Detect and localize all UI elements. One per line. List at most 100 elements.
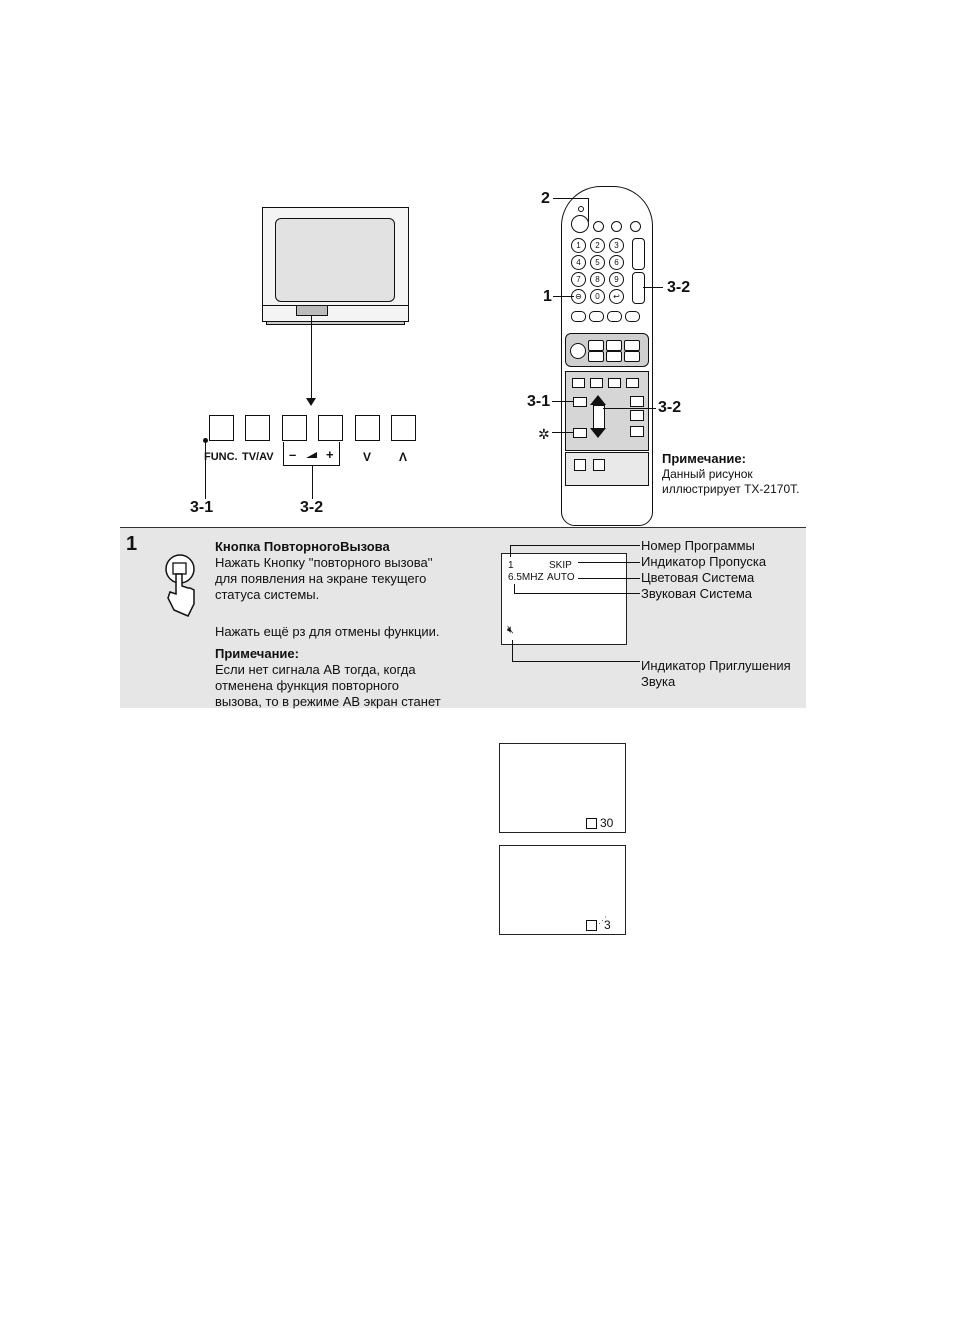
left-button-bottom[interactable] bbox=[573, 428, 587, 438]
leader-skip bbox=[578, 562, 640, 563]
transport-button[interactable] bbox=[588, 351, 604, 362]
recall-button[interactable] bbox=[593, 221, 604, 232]
step-number: 1 bbox=[126, 533, 138, 555]
lower-row-button[interactable] bbox=[572, 378, 585, 388]
number-key[interactable]: 9 bbox=[609, 272, 624, 287]
number-key[interactable]: 5 bbox=[590, 255, 605, 270]
leader-line bbox=[311, 316, 312, 400]
leader-sound-up bbox=[514, 584, 515, 594]
section1-text: Кнопка ПовторногоВызова Нажать Кнопку ''… bbox=[215, 539, 490, 710]
volume-up-button[interactable] bbox=[318, 415, 343, 441]
note-line3: вызова, то в режиме АВ экран станет bbox=[215, 694, 441, 709]
right-button-1[interactable] bbox=[630, 396, 644, 407]
callout-3-2: 3-2 bbox=[300, 499, 324, 516]
mute-icon: 🔇︎ bbox=[507, 624, 514, 636]
function-pill-button[interactable] bbox=[625, 311, 640, 322]
transport-buttons bbox=[588, 340, 642, 362]
number-key[interactable]: 3 bbox=[609, 238, 624, 253]
number-key[interactable]: 8 bbox=[590, 272, 605, 287]
timer-value-2: 3 bbox=[604, 918, 611, 932]
section1-note-title: Примечание: bbox=[215, 646, 299, 661]
transport-round-button[interactable] bbox=[570, 343, 586, 359]
func-button[interactable] bbox=[209, 415, 234, 441]
leader-mute-up bbox=[512, 640, 513, 662]
timer-icon bbox=[586, 818, 597, 829]
number-key[interactable]: ↩ bbox=[609, 289, 624, 304]
remote-note: Примечание: Данный рисунок иллюстрирует … bbox=[662, 451, 799, 497]
osd-screen bbox=[501, 553, 627, 645]
function-pill-button[interactable] bbox=[571, 311, 586, 322]
callout-line bbox=[643, 287, 663, 288]
number-key[interactable]: 4 bbox=[571, 255, 586, 270]
function-pill-button[interactable] bbox=[589, 311, 604, 322]
timer-screen-2 bbox=[499, 845, 626, 935]
light-icon: ✲ bbox=[538, 426, 550, 442]
program-rocker[interactable] bbox=[632, 238, 645, 270]
callout-mute-line2: Звука bbox=[641, 674, 676, 689]
volume-rocker[interactable] bbox=[632, 272, 645, 304]
number-key[interactable]: 7 bbox=[571, 272, 586, 287]
cursor-pad-up[interactable] bbox=[590, 395, 606, 405]
channel-down-button[interactable] bbox=[355, 415, 380, 441]
left-button-top[interactable] bbox=[573, 397, 587, 407]
mute-button[interactable] bbox=[611, 221, 622, 232]
power-button[interactable] bbox=[571, 215, 589, 233]
plus-label: + bbox=[326, 447, 334, 462]
callout-color-system: Цветовая Система bbox=[641, 570, 755, 585]
hand-press-icon bbox=[160, 552, 200, 618]
callout-dot bbox=[203, 438, 208, 443]
transport-button[interactable] bbox=[588, 340, 604, 351]
minus-label: – bbox=[289, 447, 297, 462]
remote-callout-3-1: 3-1 bbox=[527, 393, 551, 410]
power-indicator-icon bbox=[578, 206, 584, 212]
lower-row-button[interactable] bbox=[608, 378, 621, 388]
number-key[interactable]: 6 bbox=[609, 255, 624, 270]
channel-up-button[interactable] bbox=[391, 415, 416, 441]
para1-line3: статуса системы. bbox=[215, 587, 320, 602]
callout-sound-system: Звуковая Система bbox=[641, 586, 753, 601]
transport-button[interactable] bbox=[606, 340, 622, 351]
leader-program bbox=[510, 545, 640, 546]
transport-button[interactable] bbox=[606, 351, 622, 362]
callout-line bbox=[552, 401, 573, 402]
timer-icon bbox=[586, 920, 597, 931]
volume-down-button[interactable] bbox=[282, 415, 307, 441]
callout-line bbox=[553, 198, 589, 199]
callout-mute-line1: Индикатор Приглушения bbox=[641, 658, 791, 673]
number-key[interactable]: 1 bbox=[571, 238, 586, 253]
index-button[interactable] bbox=[593, 459, 605, 471]
lower-row-button[interactable] bbox=[626, 378, 639, 388]
right-button-3[interactable] bbox=[630, 426, 644, 437]
callout-line-3-2 bbox=[312, 466, 313, 499]
tv-panel-door bbox=[296, 305, 328, 316]
function-pill-button[interactable] bbox=[607, 311, 622, 322]
section1-heading: Кнопка ПовторногоВызова bbox=[215, 539, 390, 554]
number-key[interactable]: 0 bbox=[590, 289, 605, 304]
remote-note-line1: Данный рисунок bbox=[662, 467, 753, 481]
number-key[interactable]: 2 bbox=[590, 238, 605, 253]
lower-row-button[interactable] bbox=[590, 378, 603, 388]
remote-note-title: Примечание: bbox=[662, 451, 746, 466]
note-line2: отменена функция повторного bbox=[215, 678, 400, 693]
para1-line1: Нажать Кнопку ''повторного вызова'' bbox=[215, 555, 433, 570]
leader-mute bbox=[512, 661, 640, 662]
lower-button-row bbox=[572, 378, 644, 388]
right-button-2[interactable] bbox=[630, 410, 644, 421]
function-button-row bbox=[571, 311, 641, 323]
up-label: Λ bbox=[399, 450, 408, 464]
transport-button[interactable] bbox=[624, 351, 640, 362]
transport-button[interactable] bbox=[624, 340, 640, 351]
para1-line2: для появления на экране текущего bbox=[215, 571, 427, 586]
tvav-button[interactable] bbox=[245, 415, 270, 441]
remote-callout-3-2-mid: 3-2 bbox=[658, 399, 682, 416]
osd-sound: 6.5MHZ bbox=[508, 572, 544, 583]
remote-callout-2: 2 bbox=[541, 190, 550, 207]
osd-program: 1 bbox=[508, 560, 514, 571]
still-button[interactable] bbox=[574, 459, 586, 471]
volume-label-box bbox=[283, 442, 340, 466]
blink-rays-icon: ⋰ bbox=[598, 915, 607, 925]
tvav-remote-button[interactable] bbox=[630, 221, 641, 232]
section-divider bbox=[120, 527, 806, 528]
cursor-pad-down[interactable] bbox=[590, 428, 606, 438]
callout-program-number: Номер Программы bbox=[641, 538, 755, 553]
